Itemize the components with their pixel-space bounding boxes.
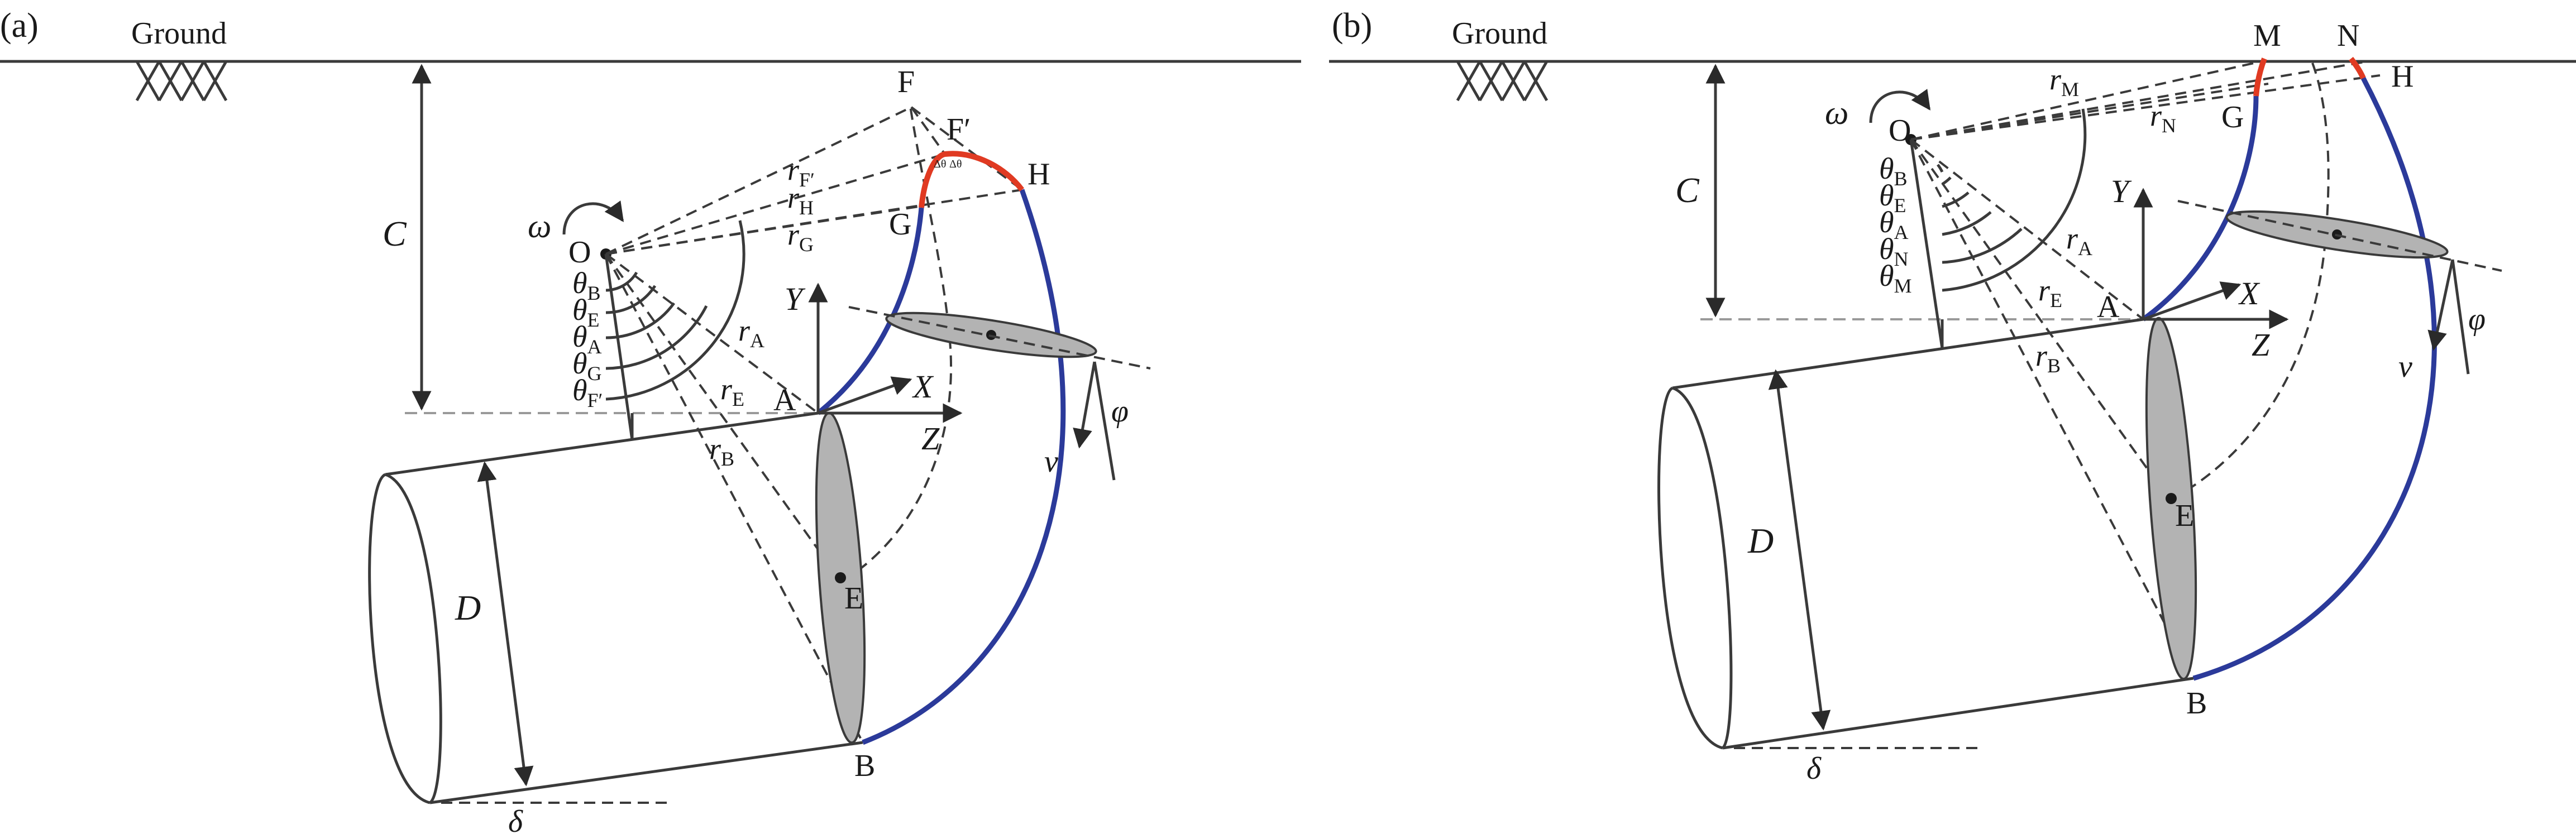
point-E [2166,493,2177,504]
friction-angle-label: φ [2468,302,2486,337]
angle-label-B: θB [1879,152,1908,190]
velocity-label: v [1044,444,1058,479]
angular-velocity-arrow [1869,89,1931,123]
diameter-label: D [1747,521,1774,560]
point-E-label: E [844,581,863,616]
radius-label-rE: rE [720,372,744,410]
point-O-label: O [568,235,591,270]
angle-label-A: θA [1879,205,1909,243]
radius-lines [1910,60,2381,679]
point-M-label: M [2253,18,2281,53]
ground-label: Ground [1452,16,1547,51]
normal-line [1093,361,1116,481]
ground-failure-segment [919,151,1024,208]
radius-label-rG: rG [787,218,814,256]
point-B-label: B [854,749,875,783]
angle-label-E: θE [1879,179,1906,217]
point-N-label: N [2337,18,2359,53]
ground-hatch-icon [135,60,228,102]
ground-failure-segment-right [2349,56,2366,80]
guide-arc [842,106,952,582]
radius-label-rN: rN [2150,99,2176,137]
velocity-arrow [2427,259,2454,351]
failure-curve-lower [2192,76,2437,681]
axis-Y-label: Y [785,281,806,317]
vertical-ref-O [1909,139,1944,349]
radius-label-rE: rE [2038,274,2062,311]
tunnel-body [368,411,863,804]
angular-velocity-label: ω [1825,94,1848,131]
ground-failure-segment-left [2253,57,2267,97]
radius-lines [605,106,1023,743]
diameter-dimension [477,461,534,787]
panel-b-label: (b) [1332,7,1372,45]
point-E-label: E [2175,499,2194,533]
radius-label-rB: rB [2035,339,2061,377]
angle-label-E: θE [572,293,600,331]
failure-curve-upper [2142,95,2259,322]
velocity-label: v [2398,349,2412,384]
axis-X [2143,281,2242,321]
axis-X [818,376,912,415]
axis-X-label: X [912,368,934,405]
vertical-ref-O [604,253,634,440]
cover-label: C [383,214,407,253]
point-E [835,572,846,583]
ground-label: Ground [131,16,227,51]
inclination-label: δ [508,804,523,834]
angle-label-Fprime: θF′ [572,373,603,411]
angle-label-B: θB [572,266,601,304]
cover-label: C [1675,170,1700,210]
tunnel-body [1657,318,2194,750]
guide-arc [2171,61,2330,501]
radius-label-rFprime: rF′ [787,153,815,191]
point-B-label: B [2186,686,2207,721]
angle-label-G: θG [572,347,602,385]
delta-theta-label-2: Δθ [949,158,962,170]
angle-label-A: θA [572,320,602,358]
point-G-label: G [2221,100,2244,135]
radius-label-rB: rB [709,432,734,470]
diameter-dimension [1768,369,1831,731]
angular-velocity-label: ω [528,208,551,245]
slip-tangent [2177,200,2502,272]
point-A-label: A [2097,290,2120,324]
point-H-label: H [1027,157,1050,191]
radius-label-rM: rM [2049,63,2079,100]
panel-a-label: (a) [0,7,39,45]
point-O-label: O [1889,113,1911,148]
radius-label-rA: rA [738,314,764,352]
angle-arcs [1937,108,2087,292]
point-F-label: F [897,65,915,99]
velocity-arrow [1073,361,1096,449]
delta-theta-label-1: Δθ [934,158,946,170]
failure-curve-lower [862,189,1066,745]
axis-Z-label: Z [921,420,940,457]
point-G-label: G [889,207,911,242]
slip-tangent [848,306,1151,370]
angular-velocity-arrow [562,200,624,235]
diameter-label: D [455,588,481,627]
axis-Y-label: Y [2111,173,2132,209]
angle-label-N: θN [1879,232,1909,270]
point-H-label: H [2391,59,2413,94]
angle-label-M: θM [1879,259,1912,297]
radius-label-rA: rA [2066,222,2092,260]
axis-Z-label: Z [2252,327,2270,363]
point-A-label: A [773,383,796,418]
ground-hatch-icon [1456,60,1549,102]
radius-label-rH: rH [787,181,814,219]
panel-a: (a) Ground C D δ O ω [0,7,1301,834]
point-Fprime-label: F′ [947,112,971,147]
friction-angle-label: φ [1111,394,1129,429]
panel-b: (b) Ground C D δ O ω [1329,7,2576,786]
inclination-label: δ [1806,751,1822,786]
normal-line [2451,259,2470,375]
axis-X-label: X [2238,275,2260,311]
